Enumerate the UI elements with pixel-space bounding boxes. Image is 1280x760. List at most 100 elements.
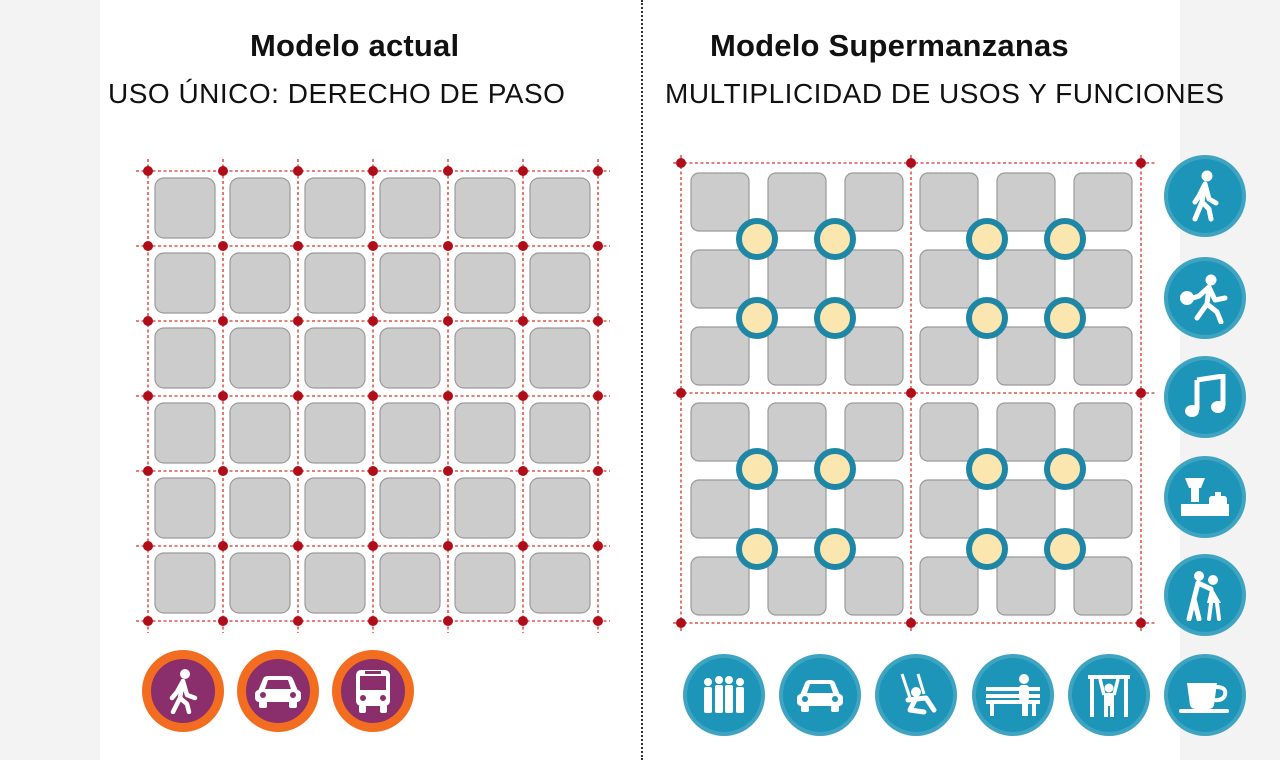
city-block (767, 249, 827, 309)
intersection-node (1136, 158, 1146, 168)
city-block (844, 172, 904, 232)
intersection-node (143, 166, 153, 176)
city-block (844, 479, 904, 539)
city-block (154, 252, 216, 314)
intersection-node (593, 241, 603, 251)
intersection-node (518, 166, 528, 176)
intersection-node (293, 316, 303, 326)
city-block (690, 479, 750, 539)
right-panel-subtitle: MULTIPLICIDAD DE USOS Y FUNCIONES (665, 78, 1225, 109)
city-block (996, 172, 1056, 232)
intersection-node (218, 466, 228, 476)
car-icon (779, 654, 861, 736)
swing-icon (875, 654, 957, 736)
exercise-bar-icon (1068, 654, 1150, 736)
city-block (1073, 479, 1133, 539)
plaza-node (736, 448, 778, 490)
plaza-node (966, 528, 1008, 570)
city-block (154, 402, 216, 464)
intersection-node (293, 166, 303, 176)
plaza-node (1044, 218, 1086, 260)
city-block (454, 327, 516, 389)
intersection-node (518, 241, 528, 251)
city-block (154, 327, 216, 389)
plaza-node (966, 218, 1008, 260)
bus-icon (332, 650, 414, 732)
intersection-node (143, 316, 153, 326)
plaza-node (736, 218, 778, 260)
intersection-node (1136, 388, 1146, 398)
market-stall-icon (1164, 456, 1246, 538)
city-block (529, 402, 591, 464)
intersection-node (518, 541, 528, 551)
intersection-node (676, 388, 686, 398)
city-block (690, 172, 750, 232)
city-block (454, 477, 516, 539)
city-block (379, 552, 441, 614)
plaza-node (814, 218, 856, 260)
intersection-node (368, 391, 378, 401)
intersection-node (293, 541, 303, 551)
intersection-node (593, 541, 603, 551)
intersection-node (143, 466, 153, 476)
intersection-node (906, 388, 916, 398)
city-block (996, 479, 1056, 539)
intersection-node (368, 166, 378, 176)
city-block (1073, 402, 1133, 462)
city-block (154, 552, 216, 614)
intersection-node (443, 316, 453, 326)
intersection-node (218, 166, 228, 176)
intersection-node (368, 616, 378, 626)
city-block (919, 402, 979, 462)
plaza-node (966, 297, 1008, 339)
plaza-node (736, 297, 778, 339)
city-block (454, 402, 516, 464)
intersection-node (143, 616, 153, 626)
ball-player-icon (1164, 257, 1246, 339)
city-block (379, 177, 441, 239)
city-block (919, 326, 979, 386)
city-block (154, 477, 216, 539)
plaza-node (1044, 448, 1086, 490)
city-block (844, 556, 904, 616)
group-of-people-icon (683, 654, 765, 736)
city-block (996, 402, 1056, 462)
city-block (996, 556, 1056, 616)
city-block (229, 402, 291, 464)
city-block (844, 402, 904, 462)
city-block (529, 177, 591, 239)
plaza-node (736, 528, 778, 570)
city-block (379, 477, 441, 539)
city-block (229, 252, 291, 314)
intersection-node (368, 241, 378, 251)
car-icon (237, 650, 319, 732)
intersection-node (368, 466, 378, 476)
current-model-grid (136, 159, 610, 633)
city-block (996, 249, 1056, 309)
intersection-node (593, 466, 603, 476)
city-block (690, 402, 750, 462)
city-block (919, 556, 979, 616)
city-block (767, 402, 827, 462)
plaza-node (814, 528, 856, 570)
right-panel-title: Modelo Supermanzanas (710, 28, 1069, 63)
intersection-node (218, 391, 228, 401)
intersection-node (143, 241, 153, 251)
plaza-node (966, 448, 1008, 490)
bench-person-icon (972, 654, 1054, 736)
left-panel-subtitle: USO ÚNICO: DERECHO DE PASO (108, 78, 566, 109)
city-block (767, 172, 827, 232)
city-block (229, 552, 291, 614)
city-block (844, 249, 904, 309)
intersection-node (593, 166, 603, 176)
intersection-node (143, 391, 153, 401)
city-block (1073, 326, 1133, 386)
city-block (529, 552, 591, 614)
city-block (304, 477, 366, 539)
city-block (229, 327, 291, 389)
music-note-icon (1164, 356, 1246, 438)
city-block (767, 556, 827, 616)
city-block (1073, 556, 1133, 616)
coffee-cup-icon (1164, 654, 1246, 736)
intersection-node (1136, 618, 1146, 628)
